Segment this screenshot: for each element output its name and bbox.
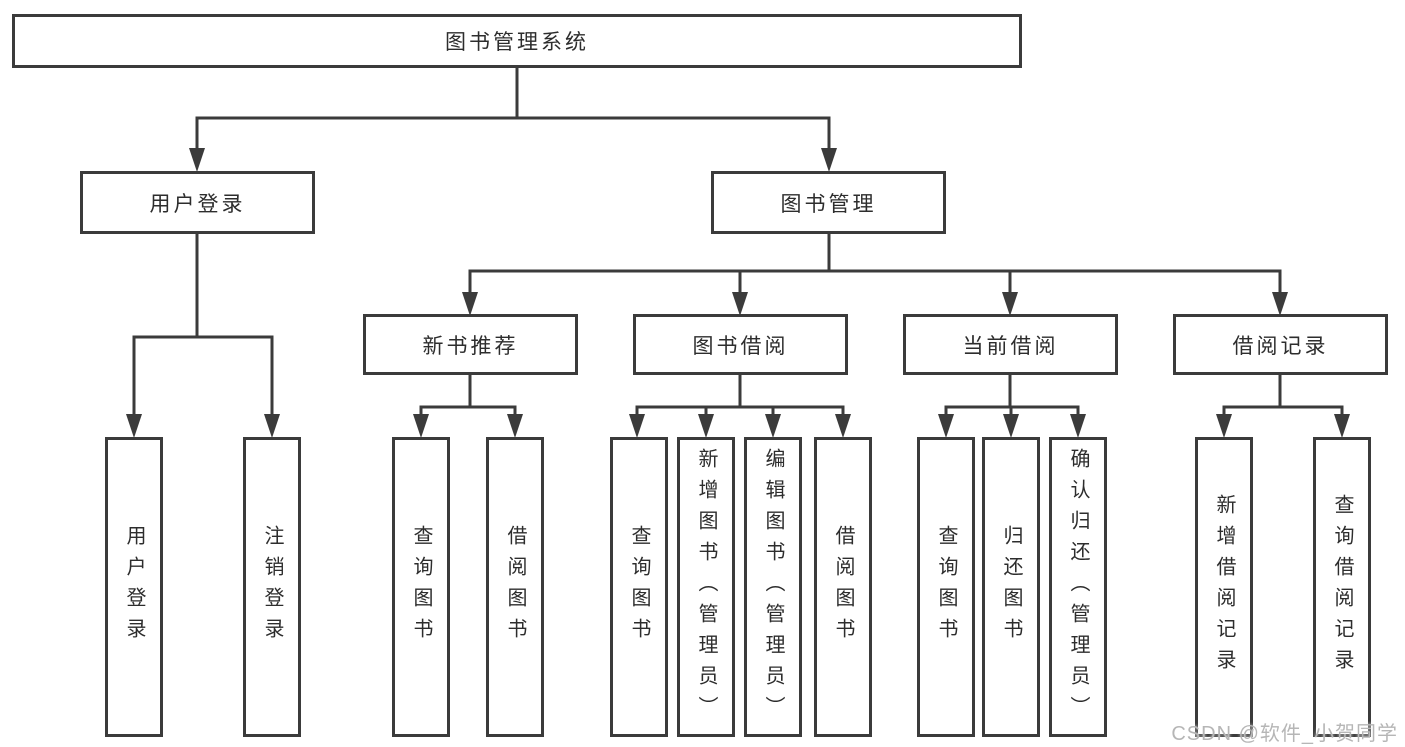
node-library-management-system: 图书管理系统 — [12, 14, 1022, 68]
leaf-query-books-borrow: 查询图书 — [610, 437, 668, 737]
node-user-login: 用户登录 — [80, 171, 315, 234]
leaf-add-book-admin: 新增图书（管理员） — [677, 437, 735, 737]
node-current-borrowing: 当前借阅 — [903, 314, 1118, 375]
node-borrowing-records: 借阅记录 — [1173, 314, 1388, 375]
leaf-return-books: 归还图书 — [982, 437, 1040, 737]
leaf-confirm-return-admin: 确认归还（管理员） — [1049, 437, 1107, 737]
leaf-borrow-books-recommend: 借阅图书 — [486, 437, 544, 737]
leaf-borrow-books: 借阅图书 — [814, 437, 872, 737]
csdn-watermark: CSDN @软件_小贺同学 — [1171, 723, 1398, 745]
leaf-edit-book-admin: 编辑图书（管理员） — [744, 437, 802, 737]
leaf-query-books-recommend: 查询图书 — [392, 437, 450, 737]
node-book-borrowing: 图书借阅 — [633, 314, 848, 375]
arrowheads — [126, 148, 1350, 438]
leaf-add-borrow-record: 新增借阅记录 — [1195, 437, 1253, 737]
leaf-query-books-current: 查询图书 — [917, 437, 975, 737]
leaf-user-login: 用户登录 — [105, 437, 163, 737]
node-new-book-recommend: 新书推荐 — [363, 314, 578, 375]
leaf-logout: 注销登录 — [243, 437, 301, 737]
leaf-query-borrow-record: 查询借阅记录 — [1313, 437, 1371, 737]
node-book-management: 图书管理 — [711, 171, 946, 234]
